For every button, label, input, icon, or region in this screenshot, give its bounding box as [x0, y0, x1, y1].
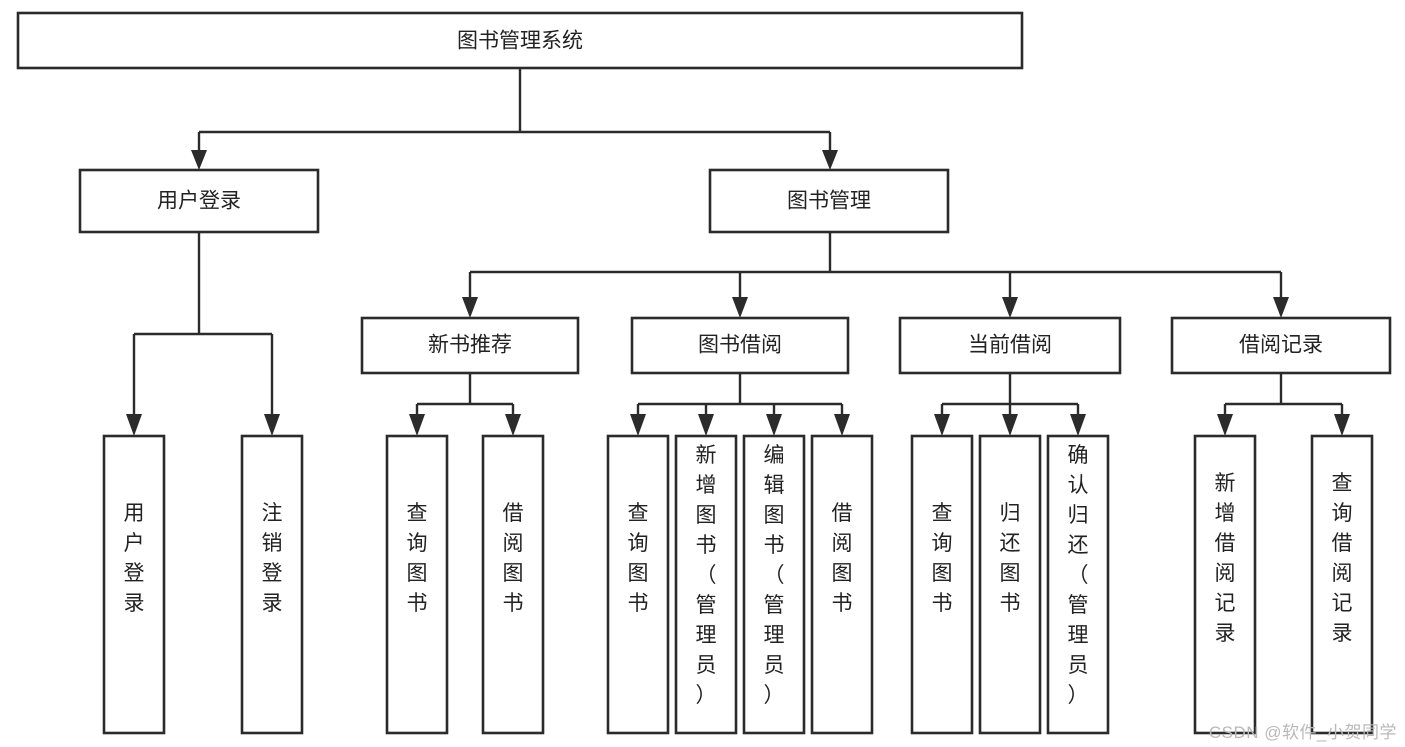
- leaf-query-book-1-box[interactable]: [385, 434, 449, 735]
- node-root-label: 图书管理系统: [457, 30, 583, 53]
- node-new-book-rec[interactable]: 新书推荐: [360, 316, 580, 375]
- leaf-user-login-label: 用户登录: [124, 502, 145, 615]
- leaf-edit-book-box[interactable]: [742, 434, 806, 735]
- leaf-return-book[interactable]: 归还图书: [978, 434, 1042, 735]
- arrow-head-current-borrow: [1002, 297, 1018, 318]
- node-borrow-record[interactable]: 借阅记录: [1170, 316, 1392, 375]
- leaf-add-book[interactable]: 新增图书（管理员）: [674, 434, 738, 735]
- node-user-login[interactable]: 用户登录: [78, 168, 320, 234]
- leaf-query-book-1[interactable]: 查询图书: [385, 434, 449, 735]
- leaf-return-book-label: 归还图书: [1000, 502, 1021, 615]
- connector-layer: [126, 68, 1350, 436]
- node-book-borrow-label: 图书借阅: [698, 334, 782, 357]
- node-new-book-rec-label: 新书推荐: [428, 334, 512, 357]
- arrow-head-leaf-edit-book: [766, 414, 782, 436]
- arrow-head-leaf-confirm-return: [1070, 414, 1086, 436]
- leaf-borrow-book-1-label: 借阅图书: [503, 502, 524, 615]
- leaf-add-record-label: 新增借阅记录: [1215, 472, 1236, 645]
- node-book-manage-label: 图书管理: [787, 190, 871, 213]
- leaf-query-record-box[interactable]: [1310, 434, 1374, 735]
- node-borrow-record-box[interactable]: [1170, 316, 1392, 375]
- leaf-add-book-box[interactable]: [674, 434, 738, 735]
- arrow-head-leaf-add-record: [1217, 414, 1233, 436]
- leaf-user-logout[interactable]: 注销登录: [240, 434, 304, 735]
- arrow-head-book-manage: [822, 150, 838, 170]
- arrow-head-user-login: [191, 150, 207, 170]
- leaf-user-login[interactable]: 用户登录: [102, 434, 166, 735]
- node-current-borrow-box[interactable]: [898, 316, 1122, 375]
- leaf-query-book-2[interactable]: 查询图书: [606, 434, 670, 735]
- leaf-confirm-return[interactable]: 确认归还（管理员）: [1046, 434, 1110, 735]
- arrow-head-leaf-query-book-3: [934, 414, 950, 436]
- arrow-head-leaf-query-record: [1334, 414, 1350, 436]
- node-book-borrow-box[interactable]: [630, 316, 850, 375]
- leaf-borrow-book-1-box[interactable]: [481, 434, 545, 735]
- leaf-confirm-return-box[interactable]: [1046, 434, 1110, 735]
- arrow-head-leaf-add-book: [698, 414, 714, 436]
- node-user-login-label: 用户登录: [157, 190, 241, 213]
- leaf-borrow-book-2[interactable]: 借阅图书: [810, 434, 874, 735]
- leaf-query-book-1-label: 查询图书: [407, 502, 428, 615]
- node-borrow-record-label: 借阅记录: [1239, 334, 1323, 357]
- leaf-query-book-3-label: 查询图书: [932, 502, 953, 615]
- node-root-box[interactable]: [16, 11, 1024, 70]
- arrow-head-new-book-rec: [462, 297, 478, 318]
- leaf-edit-book-label: 编辑图书（管理员）: [764, 444, 785, 707]
- leaf-query-book-3-box[interactable]: [910, 434, 974, 735]
- leaf-confirm-return-label: 确认归还（管理员）: [1068, 444, 1089, 707]
- node-book-manage[interactable]: 图书管理: [708, 168, 950, 234]
- node-current-borrow-label: 当前借阅: [968, 334, 1052, 357]
- leaf-user-login-box[interactable]: [102, 434, 166, 735]
- leaf-add-record-box[interactable]: [1193, 434, 1257, 735]
- node-new-book-rec-box[interactable]: [360, 316, 580, 375]
- arrow-head-leaf-borrow-book-2: [834, 414, 850, 436]
- leaf-borrow-book-2-box[interactable]: [810, 434, 874, 735]
- leaf-query-book-2-box[interactable]: [606, 434, 670, 735]
- leaf-user-logout-label: 注销登录: [262, 502, 283, 615]
- node-root[interactable]: 图书管理系统: [16, 11, 1024, 70]
- leaf-add-record[interactable]: 新增借阅记录: [1193, 434, 1257, 735]
- leaf-query-record-label: 查询借阅记录: [1332, 472, 1353, 645]
- leaf-query-book-3[interactable]: 查询图书: [910, 434, 974, 735]
- arrow-head-leaf-user-login: [126, 414, 142, 436]
- node-book-borrow[interactable]: 图书借阅: [630, 316, 850, 375]
- arrow-head-book-borrow: [732, 297, 748, 318]
- leaf-edit-book[interactable]: 编辑图书（管理员）: [742, 434, 806, 735]
- leaf-query-record[interactable]: 查询借阅记录: [1310, 434, 1374, 735]
- arrow-head-borrow-record: [1273, 297, 1289, 318]
- leaf-borrow-book-2-label: 借阅图书: [832, 502, 853, 615]
- arrow-head-leaf-borrow-book-1: [505, 414, 521, 436]
- leaf-query-book-2-label: 查询图书: [628, 502, 649, 615]
- arrow-head-leaf-query-book-1: [409, 414, 425, 436]
- node-book-manage-box[interactable]: [708, 168, 950, 234]
- arrow-head-leaf-query-book-2: [630, 414, 646, 436]
- arrow-head-leaf-user-logout: [264, 414, 280, 436]
- leaf-borrow-book-1[interactable]: 借阅图书: [481, 434, 545, 735]
- leaf-return-book-box[interactable]: [978, 434, 1042, 735]
- arrow-head-leaf-return-book: [1002, 414, 1018, 436]
- leaf-add-book-label: 新增图书（管理员）: [696, 444, 717, 707]
- csdn-watermark: CSDN @软件_小贺同学: [1208, 723, 1397, 742]
- node-user-login-box[interactable]: [78, 168, 320, 234]
- leaf-user-logout-box[interactable]: [240, 434, 304, 735]
- node-current-borrow[interactable]: 当前借阅: [898, 316, 1122, 375]
